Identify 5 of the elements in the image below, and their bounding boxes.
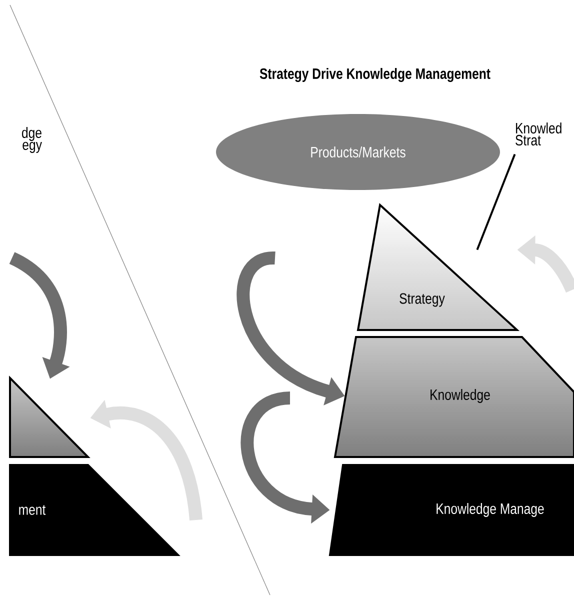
side-label: Knowled Strat [516,122,562,146]
pyramid-base: ment [9,464,180,556]
title: Strategy Drive Knowledge Management [260,68,490,82]
leader-line [476,154,516,250]
side-label: dge egy [22,127,42,153]
